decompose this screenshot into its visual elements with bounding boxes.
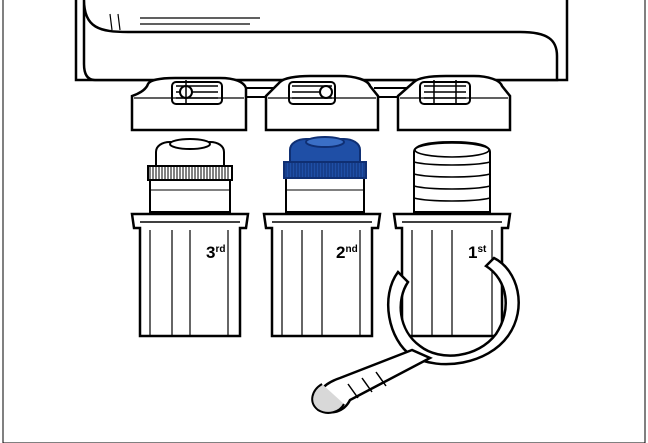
sump-2 [262, 212, 382, 338]
housing-wrench-icon [311, 256, 520, 414]
cartridge-3 [147, 138, 233, 213]
cartridge-2 [283, 136, 367, 213]
stage-label-1: 1st [468, 243, 487, 262]
cartridge-3-knurl [147, 165, 233, 181]
mounting-bracket-icon [74, 0, 569, 82]
cartridge-2-knurl-ridges [285, 163, 365, 177]
stage-label-3: 3rd [206, 243, 225, 262]
housing-heads [130, 74, 512, 132]
housing-head-1 [396, 74, 512, 132]
sump-3 [130, 212, 250, 338]
housing-head-3 [130, 76, 248, 132]
cartridge-1 [413, 140, 491, 213]
housing-head-2 [264, 74, 380, 132]
sump-1 [392, 212, 512, 338]
stage-label-2: 2nd [336, 243, 358, 262]
cartridge-3-knurl-ridges [149, 167, 229, 179]
